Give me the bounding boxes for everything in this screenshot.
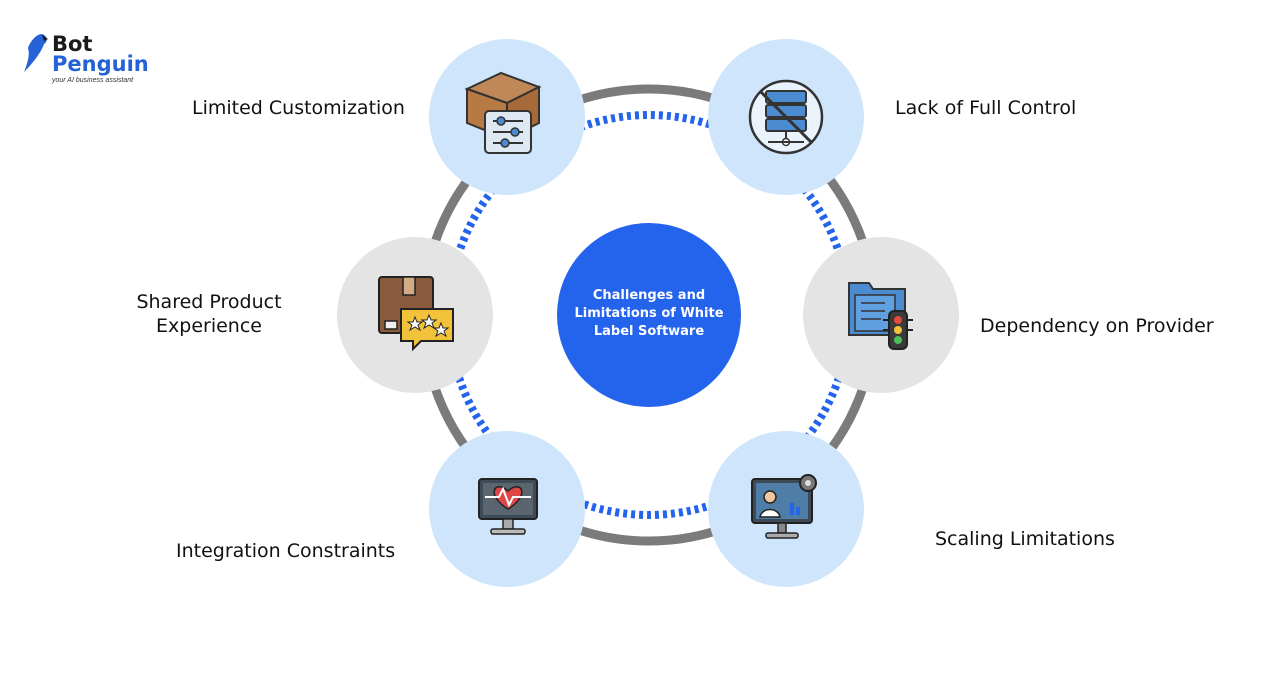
label-scaling-limitations: Scaling Limitations — [935, 528, 1115, 550]
label-line: Shared Product — [136, 291, 282, 313]
brand-name-line2: Penguin — [52, 52, 149, 76]
center-title-line: Challenges and — [592, 288, 706, 303]
node-limited-customization — [429, 39, 585, 195]
node-lack-of-full-control — [708, 39, 864, 195]
brand-name-line1: Bot — [52, 32, 93, 56]
node-dependency-on-provider — [803, 237, 959, 393]
label-integration-constraints: Integration Constraints — [176, 540, 396, 562]
label-dependency-on-provider: Dependency on Provider — [980, 315, 1214, 337]
center-title-line: Limitations of White — [574, 306, 724, 321]
penguin-logo-icon — [24, 34, 48, 72]
folder-traffic-light-icon — [848, 282, 913, 350]
center-circle — [557, 223, 741, 407]
label-shared-product-experience: Shared Product Experience — [120, 290, 298, 338]
monitor-user-gear-icon — [751, 474, 817, 539]
node-shared-product-experience — [337, 237, 493, 393]
node-integration-constraints — [429, 431, 585, 587]
center-title-line: Label Software — [593, 324, 705, 339]
monitor-heart-icon — [478, 478, 538, 535]
brand-tagline: your AI business assistant — [52, 77, 134, 84]
label-limited-customization: Limited Customization — [192, 97, 405, 119]
label-lack-of-full-control: Lack of Full Control — [895, 97, 1077, 119]
box-with-sliders-icon — [464, 71, 542, 154]
brand-logo: Bot Penguin your AI business assistant — [18, 30, 158, 90]
package-rating-icon — [378, 276, 454, 352]
center-title: Challenges and Limitations of White Labe… — [558, 287, 740, 341]
server-crossed-icon — [748, 79, 824, 155]
node-scaling-limitations — [708, 431, 864, 587]
label-line: Experience — [156, 315, 262, 337]
